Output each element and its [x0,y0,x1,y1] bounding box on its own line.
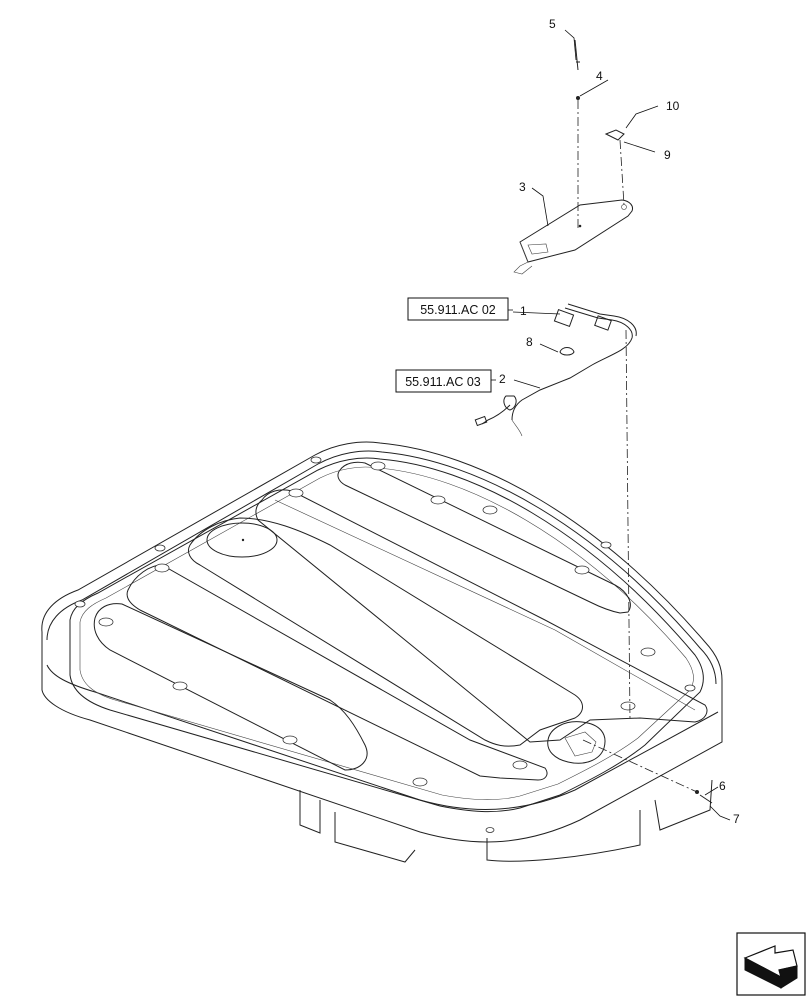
callout-7: 7 [733,812,740,826]
callout-3: 3 [519,180,526,194]
reference-text-2: 55.911.AC 03 [405,375,481,389]
callout-10: 10 [666,99,680,113]
roof-panel [41,441,723,863]
callout-5: 5 [549,17,556,31]
callout-6: 6 [719,779,726,793]
hardware-parts [574,39,713,804]
wiring-harness [474,303,637,437]
next-page-arrow-icon[interactable] [736,932,806,996]
callout-2: 2 [499,372,506,386]
callout-1: 1 [520,304,527,318]
callout-4: 4 [596,69,603,83]
callout-9: 9 [664,148,671,162]
reference-text-1: 55.911.AC 02 [420,303,496,317]
reference-box-1[interactable]: 55.911.AC 02 [407,297,509,321]
callout-labels: 5 4 10 9 3 1 8 2 6 7 [499,17,740,826]
callout-8: 8 [526,335,533,349]
alignment-lines [577,100,698,793]
leader-lines [491,29,731,821]
mounting-bosses [74,456,696,833]
reference-box-2[interactable]: 55.911.AC 03 [395,369,492,393]
bracket-part [513,199,633,275]
